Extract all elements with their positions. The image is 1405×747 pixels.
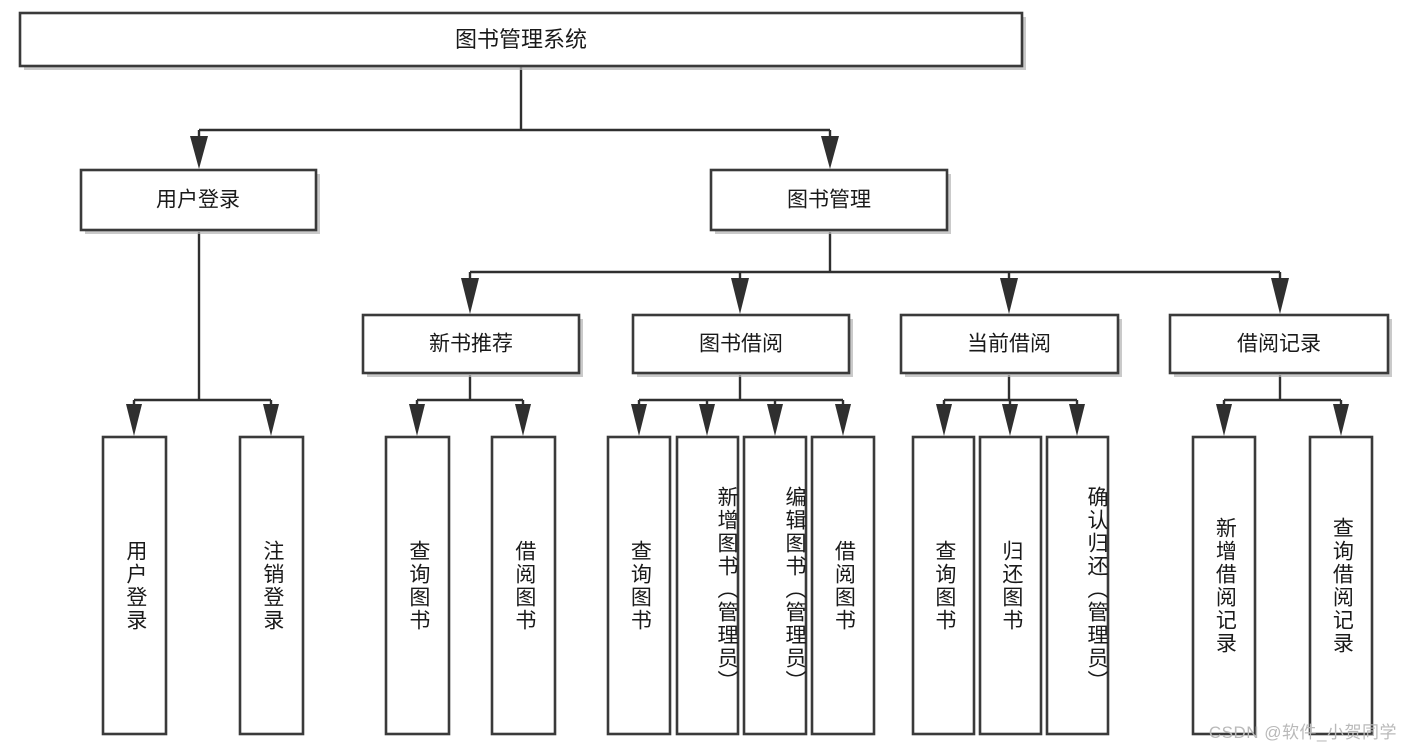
arrow-head-leaf-query-book-1	[409, 404, 425, 436]
leaf-query-record-box[interactable]	[1308, 435, 1374, 736]
user-login-node-label: 用户登录	[156, 189, 240, 212]
new-book-recommend-node-box[interactable]	[361, 313, 581, 375]
arrow-head-leaf-query-book-2	[631, 404, 647, 436]
csdn-watermark: CSDN @软件_小贺同学	[1208, 723, 1397, 742]
arrow-head-borrow-record	[1271, 278, 1289, 314]
node-layer: 图书管理系统 用户登录 图书管理 新书推荐 图书借阅 当前借阅 借阅记录	[18, 11, 1392, 736]
new-book-recommend-node-label: 新书推荐	[429, 333, 513, 356]
arrow-head-leaf-user-login	[126, 404, 142, 436]
arrow-head-leaf-return-book	[1002, 404, 1018, 436]
borrow-record-node-label: 借阅记录	[1237, 333, 1321, 356]
leaf-edit-book-box[interactable]	[742, 435, 808, 736]
arrow-head-leaf-borrow-book-2	[835, 404, 851, 436]
root-node-label: 图书管理系统	[455, 27, 587, 52]
arrow-head-leaf-add-record	[1216, 404, 1232, 436]
borrow-record-node-box[interactable]	[1168, 313, 1390, 375]
user-login-node-box[interactable]	[79, 168, 318, 232]
arrow-head-leaf-borrow-book-1	[515, 404, 531, 436]
book-manage-node-box[interactable]	[709, 168, 949, 232]
arrow-head-leaf-query-record	[1333, 404, 1349, 436]
leaf-add-book-box[interactable]	[675, 435, 740, 736]
book-borrow-node-box[interactable]	[631, 313, 851, 375]
arrow-head-user-login	[190, 136, 208, 169]
leaf-query-book-2-box[interactable]	[606, 435, 672, 736]
arrow-head-current-borrow	[1000, 278, 1018, 314]
arrow-head-leaf-user-logout	[263, 404, 279, 436]
current-borrow-node-label: 当前借阅	[967, 333, 1051, 356]
current-borrow-node-box[interactable]	[899, 313, 1120, 375]
arrow-head-leaf-query-book-3	[936, 404, 952, 436]
arrow-head-book-manage	[821, 136, 839, 169]
leaf-query-book-1-box[interactable]	[384, 435, 451, 736]
leaf-add-record-box[interactable]	[1191, 435, 1257, 736]
book-manage-node-label: 图书管理	[787, 189, 871, 212]
leaf-confirm-return-box[interactable]	[1045, 435, 1110, 736]
leaf-borrow-book-2-box[interactable]	[810, 435, 876, 736]
arrow-head-book-borrow	[731, 278, 749, 314]
leaf-borrow-book-1-box[interactable]	[490, 435, 557, 736]
leaf-user-login-box[interactable]	[101, 435, 168, 736]
arrow-head-leaf-confirm-return	[1069, 404, 1085, 436]
arrow-head-leaf-edit-book	[767, 404, 783, 436]
leaf-return-book-box[interactable]	[978, 435, 1043, 736]
leaf-query-book-3-box[interactable]	[911, 435, 976, 736]
arrow-head-leaf-add-book	[699, 404, 715, 436]
book-borrow-node-label: 图书借阅	[699, 333, 783, 356]
leaf-user-logout-box[interactable]	[238, 435, 305, 736]
root-node-box[interactable]	[18, 11, 1024, 68]
connector-layer	[126, 66, 1349, 436]
arrow-head-new-book-recommend	[461, 278, 479, 314]
